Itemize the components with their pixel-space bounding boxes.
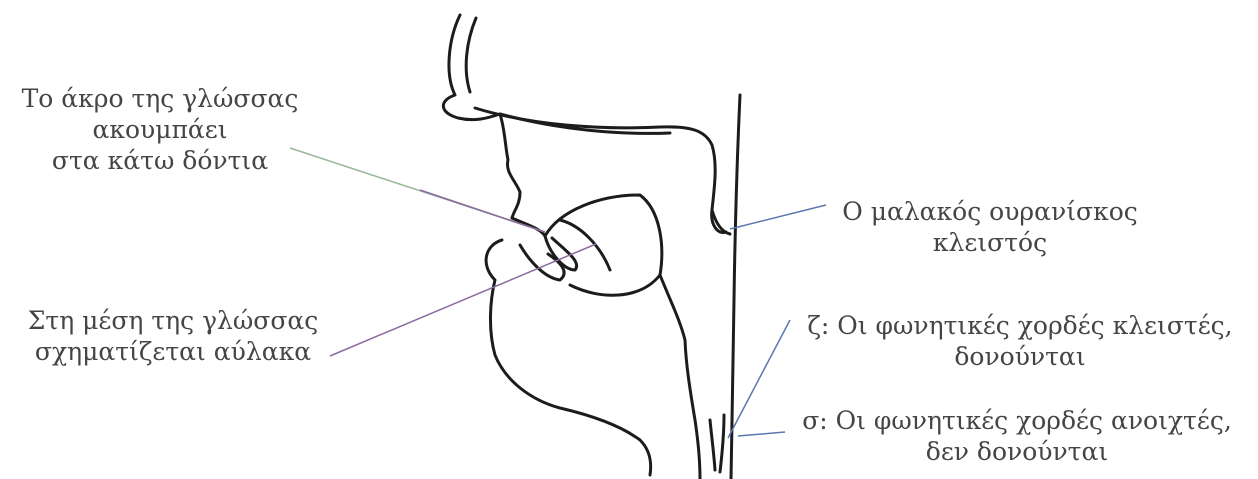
soft-palate-label: Ο μαλακός ουρανίσκος κλειστός	[830, 196, 1150, 258]
z-label-line-2: δονούνται	[790, 341, 1250, 372]
leader-groove	[330, 244, 596, 356]
z-label-line-1: ζ: Οι φωνητικές χορδές κλειστές,	[790, 310, 1250, 341]
groove-label-line-1: Στη μέση της γλώσσας	[8, 305, 338, 336]
leader-tongue-tip-purple	[420, 190, 545, 232]
tongue-tip-label: Το άκρο της γλώσσας ακουμπάει στα κάτω δ…	[10, 83, 310, 176]
lower-teeth	[520, 245, 564, 280]
pharynx-front	[660, 275, 700, 479]
soft-palate-label-line-2: κλειστός	[830, 227, 1150, 258]
upper-palate-line	[500, 114, 670, 133]
groove-label-line-2: σχηματίζεται αύλακα	[8, 336, 338, 367]
tongue-tip-label-line-1: Το άκρο της γλώσσας	[10, 83, 310, 114]
groove-label: Στη μέση της γλώσσας σχηματίζεται αύλακα	[8, 305, 338, 367]
z-vocal-folds-label: ζ: Οι φωνητικές χορδές κλειστές, δονούντ…	[790, 310, 1250, 372]
nasal-line	[466, 18, 476, 92]
tongue	[545, 195, 662, 295]
leader-soft-palate	[730, 205, 826, 229]
velum	[712, 210, 730, 234]
soft-palate-label-line-1: Ο μαλακός ουρανίσκος	[830, 196, 1150, 227]
s-label-line-1: σ: Οι φωνητικές χορδές ανοιχτές,	[778, 405, 1256, 436]
tongue-tip-label-line-3: στα κάτω δόντια	[10, 145, 310, 176]
s-label-line-2: δεν δονούνται	[778, 436, 1256, 467]
tongue-tip-label-line-2: ακουμπάει	[10, 114, 310, 145]
vocal-fold-right	[720, 415, 724, 472]
s-vocal-folds-label: σ: Οι φωνητικές χορδές ανοιχτές, δεν δον…	[778, 405, 1256, 467]
lower-lip	[486, 240, 651, 475]
vocal-fold-left	[710, 420, 715, 470]
tongue-body	[560, 220, 610, 270]
pharynx-back	[731, 95, 740, 479]
